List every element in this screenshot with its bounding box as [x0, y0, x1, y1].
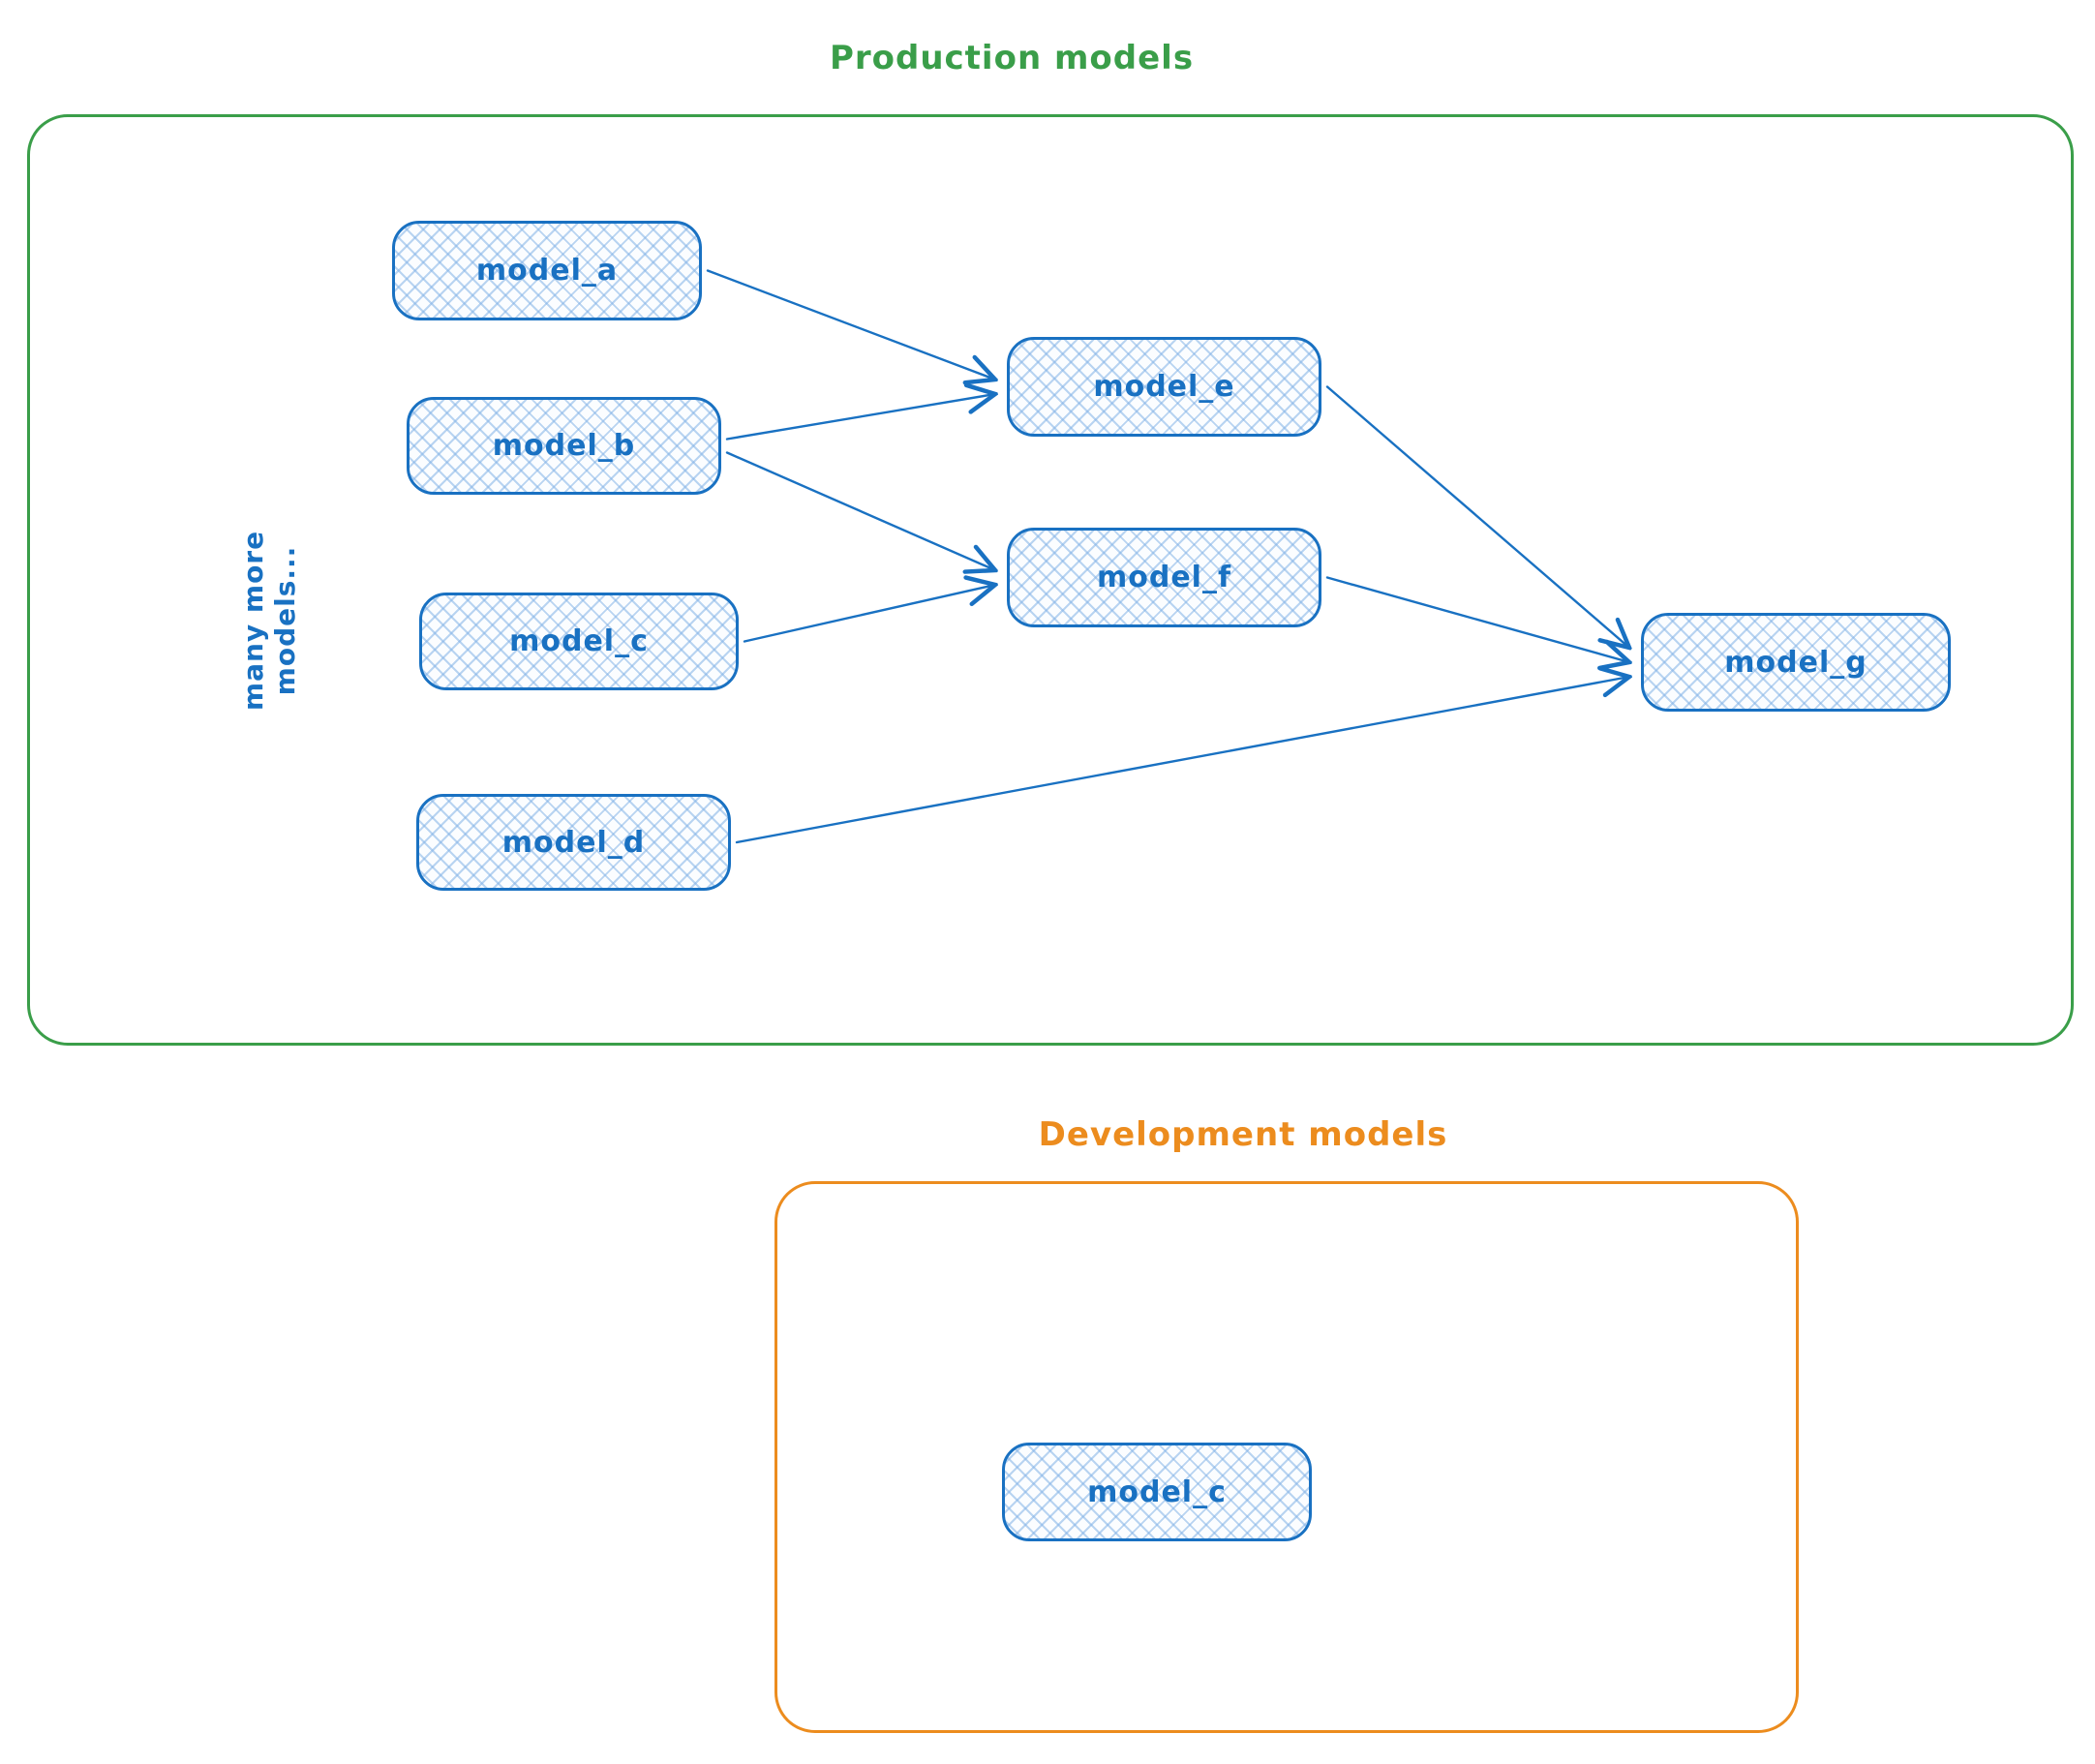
node-label: model_a	[475, 254, 619, 288]
node-model-f: model_f	[1007, 528, 1321, 627]
node-label: model_g	[1724, 645, 1867, 680]
node-model-a: model_a	[392, 221, 702, 320]
production-frame	[27, 114, 2074, 1046]
node-model-c: model_c	[419, 593, 739, 690]
node-model-d: model_d	[416, 794, 731, 891]
development-section-title: Development models	[1038, 1115, 1448, 1154]
node-model-b: model_b	[407, 397, 721, 495]
node-label: model_f	[1096, 561, 1232, 594]
development-frame	[774, 1181, 1799, 1733]
node-label: model_e	[1093, 370, 1235, 404]
many-more-models-note: many more models...	[237, 530, 301, 712]
node-model-g: model_g	[1641, 613, 1951, 712]
node-label: model_c	[509, 624, 649, 658]
node-label: model_c	[1087, 1475, 1227, 1509]
production-section-title: Production models	[829, 39, 1195, 77]
node-dev-model-c: model_c	[1002, 1443, 1312, 1541]
node-model-e: model_e	[1007, 337, 1321, 437]
node-label: model_b	[492, 429, 636, 463]
node-label: model_d	[501, 825, 646, 860]
